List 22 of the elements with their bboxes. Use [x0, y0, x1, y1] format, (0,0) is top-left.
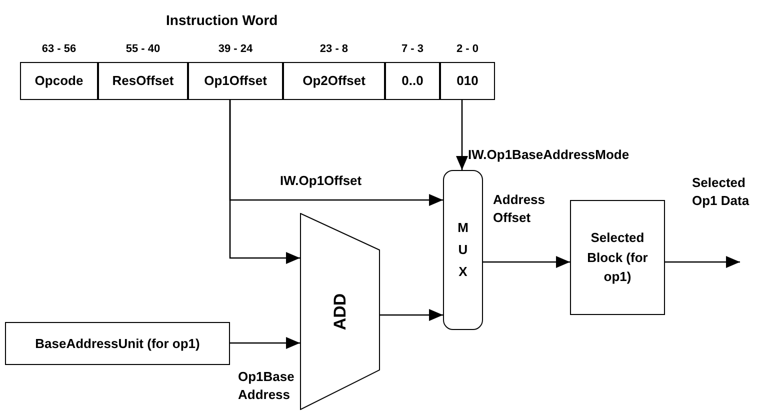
edge-label: IW.Op1BaseAddressMode	[468, 146, 630, 164]
arrow	[380, 309, 443, 321]
register-title: Instruction Word	[166, 11, 278, 30]
bit-range-label: 7 - 3	[400, 42, 424, 57]
arrow	[230, 337, 300, 349]
adder-trapezoid: ADD	[300, 213, 380, 410]
process-box: BaseAddressUnit (for op1)	[5, 322, 230, 365]
bit-range-label: 23 - 8	[318, 42, 350, 57]
arrow	[229, 100, 300, 264]
multiplexer-block: M U X	[443, 170, 483, 330]
edge-label: Address Offset	[493, 191, 546, 227]
bit-range-label: 39 - 24	[217, 42, 254, 57]
bit-range-label: 2 - 0	[455, 42, 480, 57]
arrow	[665, 256, 740, 268]
bit-range-label: 63 - 56	[40, 42, 78, 57]
arrow	[483, 256, 570, 268]
process-box: Selected Block (for op1)	[570, 200, 665, 315]
edge-label: Selected Op1 Data	[692, 174, 750, 210]
edge-label: Op1Base Address	[238, 368, 296, 404]
edge-label: IW.Op1Offset	[280, 172, 363, 190]
bit-range-label: 55 - 40	[124, 42, 162, 57]
arrow	[456, 100, 468, 170]
